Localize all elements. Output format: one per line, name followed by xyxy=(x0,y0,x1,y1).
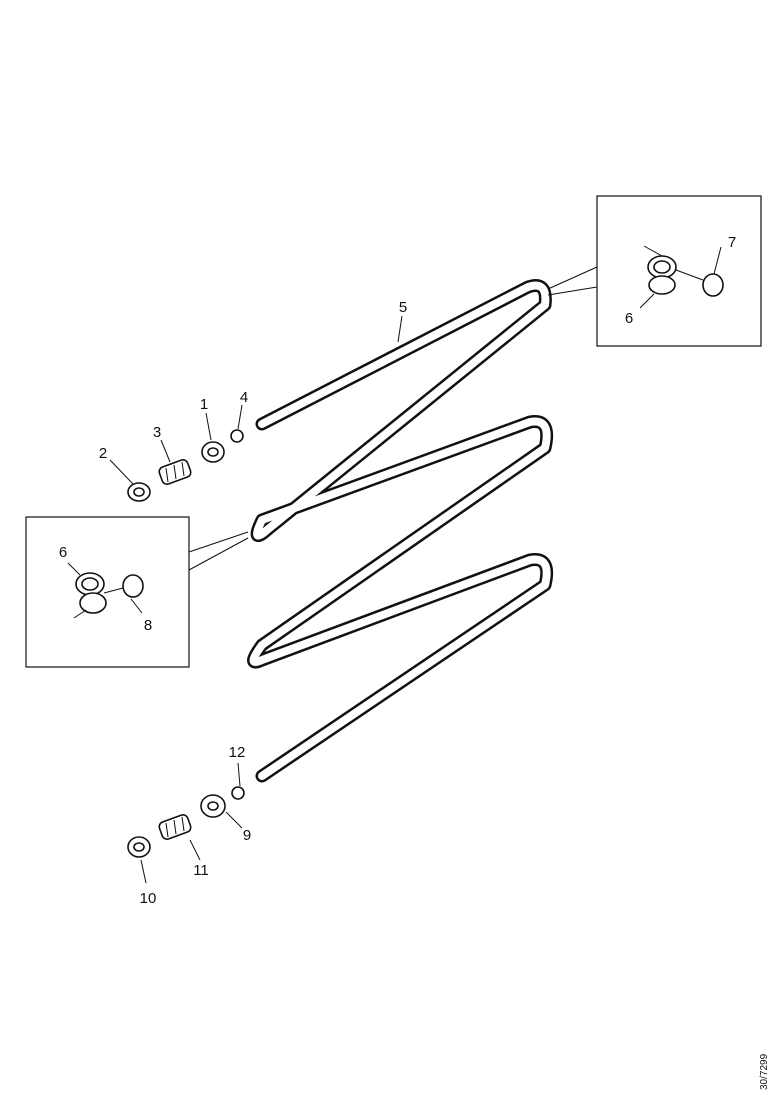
callout-labels: 1 2 3 4 5 6 6 7 8 9 10 11 12 xyxy=(59,234,736,907)
callout-6-lower: 6 xyxy=(59,544,67,561)
callout-9: 9 xyxy=(243,827,251,844)
callout-1: 1 xyxy=(200,396,208,413)
callout-10: 10 xyxy=(140,890,157,907)
callout-6-upper: 6 xyxy=(625,310,633,327)
part-4-ring xyxy=(230,429,244,443)
callout-11: 11 xyxy=(193,862,209,879)
lower-fittings xyxy=(127,786,245,858)
callout-5: 5 xyxy=(399,299,407,316)
upper-fittings xyxy=(127,429,244,502)
callout-3: 3 xyxy=(153,424,161,441)
detail-box-lower xyxy=(25,516,249,668)
callout-7: 7 xyxy=(728,234,736,251)
callout-12: 12 xyxy=(229,744,246,761)
callout-8: 8 xyxy=(144,617,152,634)
callout-4: 4 xyxy=(240,389,248,406)
callout-2: 2 xyxy=(99,445,107,462)
detail-box-upper xyxy=(547,195,762,347)
part-12-ring xyxy=(231,786,245,800)
reference-code: 30/7299 xyxy=(759,1053,770,1090)
hose xyxy=(247,279,554,783)
leader-lines xyxy=(109,315,403,884)
